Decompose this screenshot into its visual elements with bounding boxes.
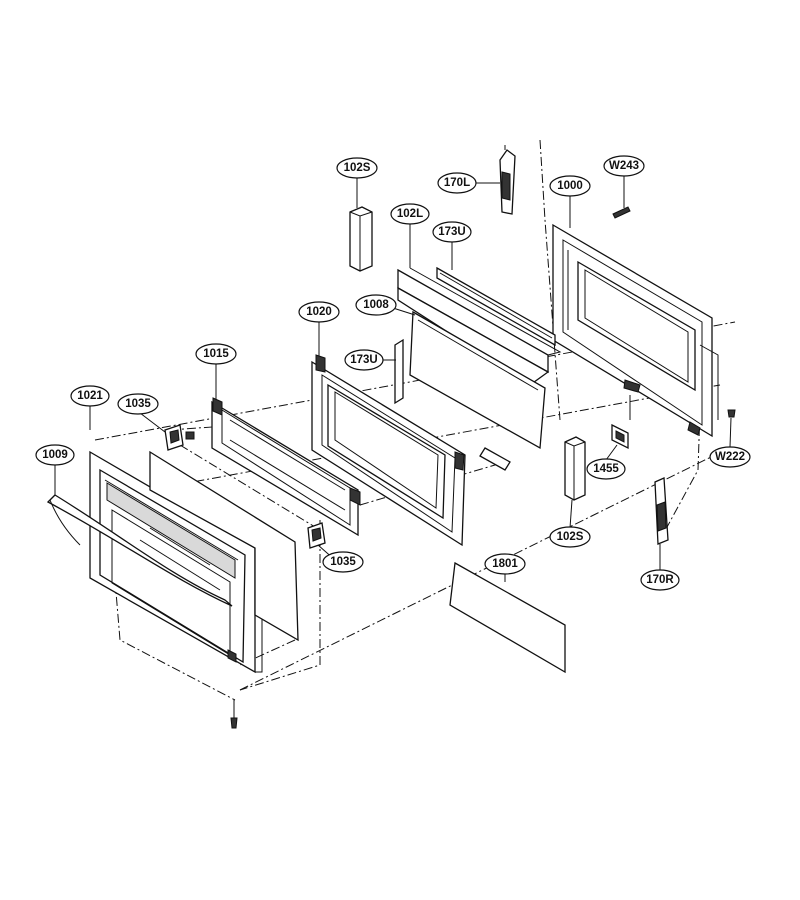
svg-text:1021: 1021 bbox=[77, 390, 103, 402]
callout-1015: 1015 bbox=[195, 343, 237, 365]
svg-text:1801: 1801 bbox=[492, 558, 518, 570]
callout-1035-bottom: 1035 bbox=[322, 551, 364, 573]
svg-text:1015: 1015 bbox=[203, 348, 229, 360]
callout-1020: 1020 bbox=[298, 301, 340, 323]
svg-text:1455: 1455 bbox=[593, 463, 619, 475]
svg-text:102L: 102L bbox=[397, 208, 423, 220]
callout-102S-bottom: 102S bbox=[549, 526, 591, 548]
part-102L-block bbox=[397, 267, 562, 386]
part-W243-screw bbox=[612, 206, 631, 219]
svg-text:1008: 1008 bbox=[363, 299, 389, 311]
part-1015-bracket-frame bbox=[211, 397, 361, 537]
callout-173U-mid: 173U bbox=[344, 349, 384, 371]
callout-1021: 1021 bbox=[70, 385, 110, 407]
callout-1000: 1000 bbox=[549, 175, 591, 197]
part-1801-plate bbox=[449, 561, 566, 674]
svg-text:1035: 1035 bbox=[125, 398, 151, 410]
part-1009-handle bbox=[46, 494, 233, 607]
part-173U-strip-top bbox=[436, 266, 556, 347]
callout-173U-top: 173U bbox=[432, 221, 472, 243]
part-1020-inner-frame bbox=[311, 354, 466, 547]
callout-1801: 1801 bbox=[484, 553, 526, 575]
part-W222-screw bbox=[727, 409, 736, 418]
svg-text:1035: 1035 bbox=[330, 556, 356, 568]
callout-1008: 1008 bbox=[355, 294, 397, 316]
part-102S-block-top bbox=[349, 206, 373, 272]
callout-W222: W222 bbox=[709, 446, 751, 468]
callout-1009: 1009 bbox=[35, 444, 75, 466]
part-173U-strip-mid bbox=[394, 338, 511, 471]
svg-text:W243: W243 bbox=[609, 160, 639, 172]
callout-1035-top: 1035 bbox=[117, 393, 159, 415]
bottom-screw bbox=[230, 700, 238, 729]
callout-102S-top: 102S bbox=[336, 157, 378, 179]
svg-text:1020: 1020 bbox=[306, 306, 332, 318]
svg-text:170R: 170R bbox=[646, 574, 674, 586]
svg-text:173U: 173U bbox=[350, 354, 378, 366]
svg-text:173U: 173U bbox=[438, 226, 466, 238]
part-1009-outer-door bbox=[89, 450, 263, 674]
callout-170R: 170R bbox=[640, 569, 680, 591]
part-170R-hinge bbox=[654, 477, 669, 545]
part-1455-bracket bbox=[611, 395, 631, 450]
callout-170L: 170L bbox=[437, 172, 477, 194]
part-170L-hinge bbox=[499, 145, 516, 215]
callout-leaders bbox=[54, 176, 732, 582]
svg-text:1000: 1000 bbox=[557, 180, 583, 192]
part-1035-bracket-top bbox=[164, 424, 195, 451]
part-1008-glass bbox=[409, 310, 546, 450]
part-1035-bracket-bottom bbox=[307, 522, 326, 549]
callout-W243: W243 bbox=[603, 155, 645, 177]
part-1000-door-frame bbox=[552, 223, 719, 438]
svg-text:1009: 1009 bbox=[42, 449, 68, 461]
part-102S-block-bottom bbox=[564, 436, 586, 501]
part-1021-back-panel bbox=[149, 450, 299, 642]
svg-text:170L: 170L bbox=[444, 177, 470, 189]
svg-text:102S: 102S bbox=[344, 162, 371, 174]
callout-102L: 102L bbox=[390, 203, 430, 225]
svg-text:W222: W222 bbox=[715, 451, 745, 463]
svg-text:102S: 102S bbox=[557, 531, 584, 543]
callout-1455: 1455 bbox=[586, 458, 626, 480]
